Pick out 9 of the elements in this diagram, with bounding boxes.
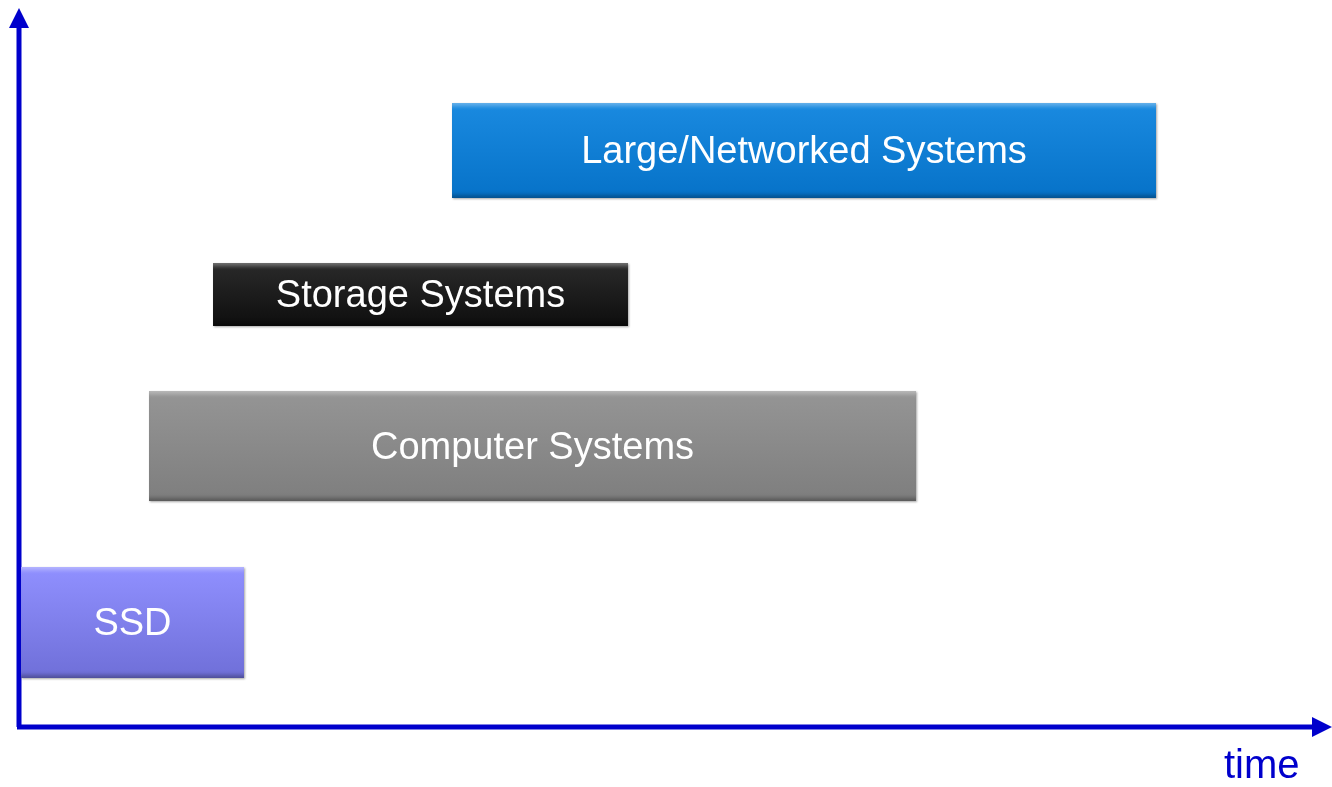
bar <box>452 103 1156 198</box>
bar-label: Storage Systems <box>275 273 566 316</box>
bar <box>213 263 628 326</box>
bar-label: Computer Systems <box>370 424 695 468</box>
bar-label: Large/Networked Systems <box>581 129 1027 172</box>
bar <box>21 567 244 678</box>
bar <box>149 391 916 501</box>
bar-label: SSD <box>93 601 172 644</box>
axis-label: time <box>1224 742 1300 787</box>
